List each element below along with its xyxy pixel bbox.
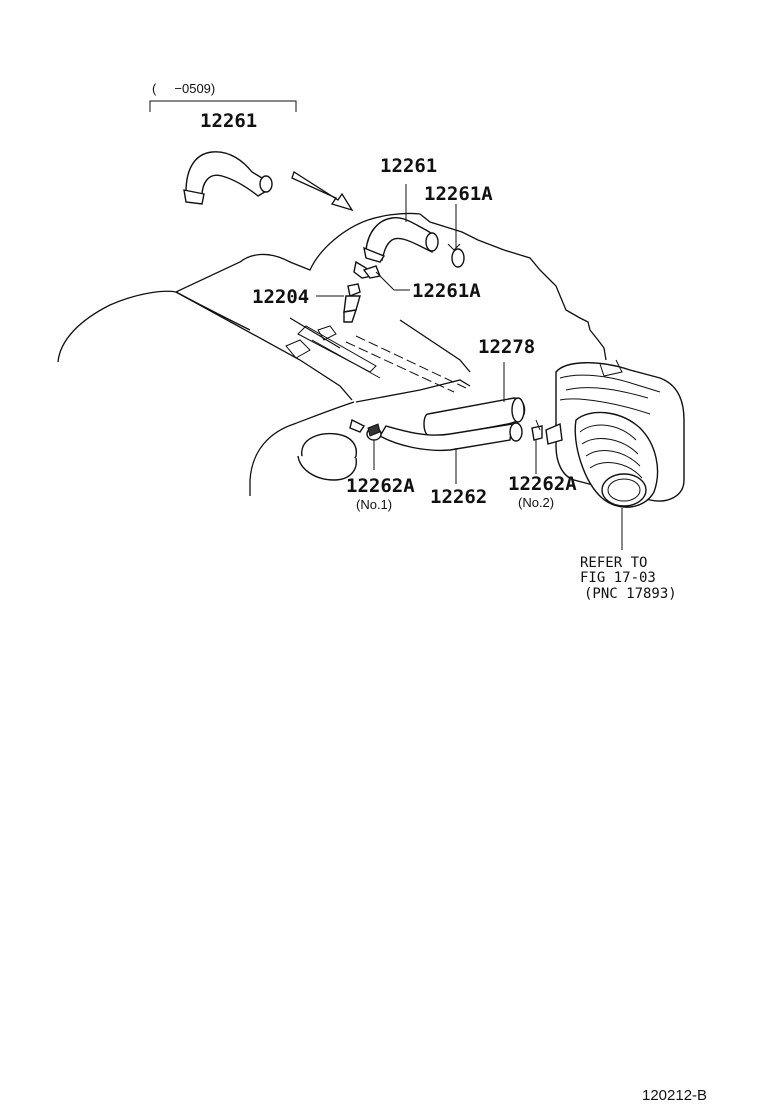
leader-lines <box>316 184 623 550</box>
reference-line-1: REFER TO <box>580 555 647 571</box>
reference-line-2: FIG 17-03 <box>580 570 656 586</box>
label-12261: 12261 <box>380 155 437 177</box>
figure-code: 120212-B <box>642 1087 707 1104</box>
label-12262A-no1: 12262A <box>346 475 415 497</box>
part-labels: 12261 12261 12261A 12261A 12204 12278 12… <box>200 110 577 512</box>
clamp-12262A-no2 <box>531 419 543 441</box>
air-cleaner-housing <box>545 359 685 508</box>
clip-12261A-lower <box>353 260 381 279</box>
label-12261-top: 12261 <box>200 110 257 132</box>
reference-line-3: (PNC 17893) <box>584 586 677 602</box>
date-range-bracket: ( −0509) <box>149 81 297 112</box>
label-12262: 12262 <box>430 486 487 508</box>
direction-arrow <box>291 171 354 212</box>
label-12278: 12278 <box>478 336 535 358</box>
label-12262A-no2: 12262A <box>508 473 577 495</box>
hose-12261 <box>363 216 439 263</box>
reference-note: REFER TO FIG 17-03 (PNC 17893) <box>580 555 677 602</box>
label-12261A-upper: 12261A <box>424 183 493 205</box>
pcv-valve-12204 <box>343 283 361 323</box>
date-range-text: ( −0509) <box>152 81 215 96</box>
label-12204: 12204 <box>252 286 309 308</box>
sublabel-no2: (No.2) <box>518 495 554 510</box>
hose-12261-alt <box>183 151 273 205</box>
hose-12262 <box>349 418 523 452</box>
hose-12278 <box>423 397 526 439</box>
oil-filler-cap <box>297 432 358 481</box>
clip-12261A-upper <box>447 243 465 268</box>
engine-outline <box>57 212 607 496</box>
label-12261A-lower: 12261A <box>412 280 481 302</box>
clamp-12262A-no1 <box>366 423 382 441</box>
sublabel-no1: (No.1) <box>356 497 392 512</box>
